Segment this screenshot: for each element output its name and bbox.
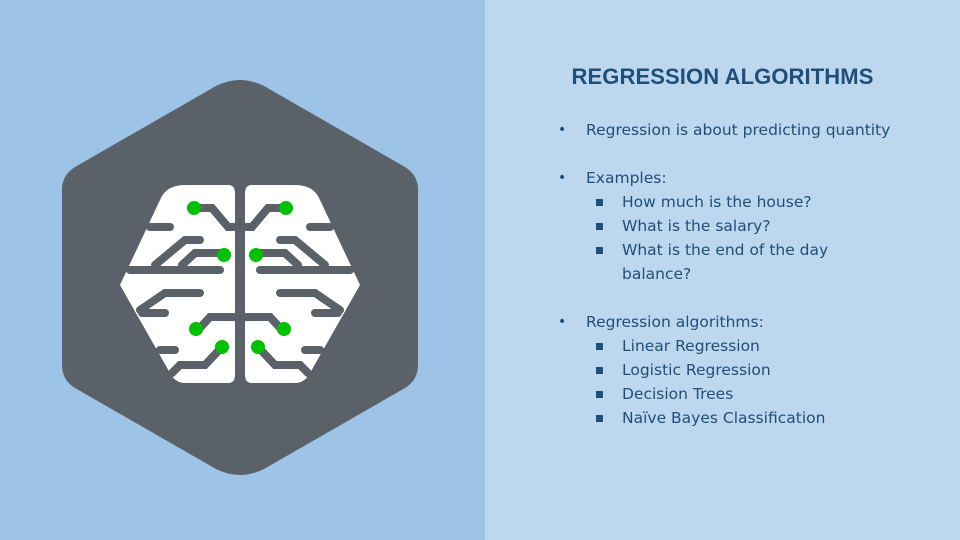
bullet-group-examples: • Examples: How much is the house? What …	[558, 166, 938, 286]
square-bullet-icon	[596, 223, 603, 230]
sub-bullet-text: Linear Regression	[622, 337, 760, 355]
sub-bullet-item: Logistic Regression	[558, 358, 938, 382]
bullet-text: Examples:	[586, 169, 667, 187]
bullet-dot-icon: •	[558, 122, 567, 138]
bullet-item: • Regression is about predicting quantit…	[558, 118, 938, 142]
left-panel	[0, 0, 485, 540]
bullet-dot-icon: •	[558, 314, 567, 330]
sub-bullet-item: Linear Regression	[558, 334, 938, 358]
square-bullet-icon	[596, 391, 603, 398]
bullet-item: • Regression algorithms:	[558, 310, 938, 334]
square-bullet-icon	[596, 247, 603, 254]
bullet-item: • Examples:	[558, 166, 938, 190]
sub-bullet-text: How much is the house?	[622, 193, 812, 211]
brain-circuit-icon	[62, 80, 418, 475]
square-bullet-icon	[596, 367, 603, 374]
sub-bullet-item: How much is the house?	[558, 190, 938, 214]
sub-bullet-item: What is the end of the day balance?	[558, 238, 848, 286]
sub-bullet-text: Naïve Bayes Classification	[622, 409, 826, 427]
square-bullet-icon	[596, 343, 603, 350]
bullet-group-algorithms: • Regression algorithms: Linear Regressi…	[558, 310, 938, 430]
bullet-text: Regression algorithms:	[586, 313, 764, 331]
sub-bullet-text: Logistic Regression	[622, 361, 771, 379]
bullet-dot-icon: •	[558, 170, 567, 186]
sub-bullet-item: What is the salary?	[558, 214, 938, 238]
sub-bullet-item: Decision Trees	[558, 382, 938, 406]
bullet-text: Regression is about predicting quantity	[586, 121, 891, 139]
bullet-group-definition: • Regression is about predicting quantit…	[558, 118, 938, 142]
slide-title: REGRESSION ALGORITHMS	[571, 64, 874, 89]
sub-bullet-item: Naïve Bayes Classification	[558, 406, 938, 430]
square-bullet-icon	[596, 415, 603, 422]
sub-bullet-text: Decision Trees	[622, 385, 734, 403]
square-bullet-icon	[596, 199, 603, 206]
sub-bullet-text: What is the salary?	[622, 217, 771, 235]
right-panel	[485, 0, 960, 540]
sub-bullet-text: What is the end of the day balance?	[622, 241, 829, 283]
bullet-list: • Regression is about predicting quantit…	[558, 118, 938, 454]
